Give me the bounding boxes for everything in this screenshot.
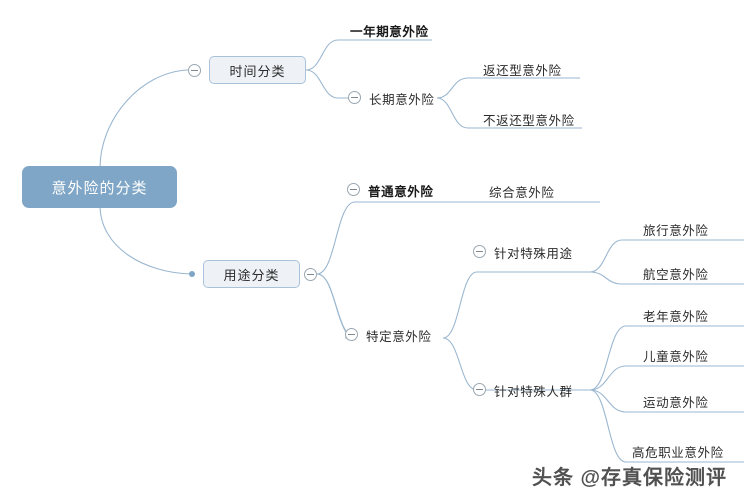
leaf-node-high-risk-job-accident-label: 高危职业意外险 [632,446,724,460]
branch-node-time-classification-label: 时间分类 [229,63,286,79]
leaf-node-aviation-accident[interactable]: 航空意外险 [643,264,709,283]
collapse-toggle-general-accident[interactable] [347,183,360,196]
root-node-label: 意外险的分类 [51,179,148,197]
leaf-node-travel-accident[interactable]: 旅行意外险 [643,220,709,239]
watermark-label: 头条 @存真保险测评 [532,467,728,489]
leaf-node-comprehensive-accident[interactable]: 综合意外险 [489,182,555,201]
leaf-node-one-year-accident[interactable]: 一年期意外险 [350,21,429,40]
leaf-node-refund-type-label: 返还型意外险 [483,64,562,78]
collapse-toggle-long-term[interactable] [348,91,361,104]
node-general-accident[interactable]: 普通意外险 [368,181,434,200]
leaf-node-refund-type[interactable]: 返还型意外险 [483,60,562,79]
branch-node-time-classification[interactable]: 时间分类 [209,56,306,84]
wire-root-to-usage [99,204,193,275]
leaf-node-non-refund-type-label: 不返还型意外险 [483,114,575,128]
leaf-node-aviation-accident-label: 航空意外险 [643,268,709,282]
collapse-toggle-usage-classification[interactable] [304,268,317,281]
leaf-node-children-accident[interactable]: 儿童意外险 [643,346,709,365]
wire-specialgroup-to-children [589,365,744,391]
leaf-node-travel-accident-label: 旅行意外险 [643,224,709,238]
wire-usage-to-general [316,201,600,275]
leaf-node-elderly-accident[interactable]: 老年意外险 [643,306,709,325]
node-special-use-label: 针对特殊用途 [494,247,573,261]
node-specific-accident[interactable]: 特定意外险 [366,326,432,345]
root-node[interactable]: 意外险的分类 [22,166,177,208]
node-special-use[interactable]: 针对特殊用途 [494,243,573,262]
leaf-node-comprehensive-accident-label: 综合意外险 [489,186,555,200]
leaf-node-sports-accident[interactable]: 运动意外险 [643,392,709,411]
branch-node-usage-classification[interactable]: 用途分类 [203,260,300,288]
collapse-toggle-special-group[interactable] [473,383,486,396]
leaf-node-one-year-accident-label: 一年期意外险 [350,25,429,39]
leaf-node-sports-accident-label: 运动意外险 [643,396,709,410]
wire-specific-to-specialuse [442,271,590,339]
node-specific-accident-label: 特定意外险 [366,330,432,344]
connector-dot-usage-classification [189,271,195,277]
collapse-toggle-specific-accident[interactable] [345,328,358,341]
collapse-toggle-time-classification[interactable] [188,64,201,77]
wire-longterm-to-refund [436,77,580,99]
leaf-node-high-risk-job-accident[interactable]: 高危职业意外险 [632,442,724,461]
watermark: 头条 @存真保险测评 [532,461,727,490]
collapse-toggle-special-use[interactable] [473,245,486,258]
node-special-group-label: 针对特殊人群 [494,385,573,399]
leaf-node-elderly-accident-label: 老年意外险 [643,310,709,324]
node-long-term-accident[interactable]: 长期意外险 [369,89,435,108]
wire-time-to-longterm [305,69,348,99]
leaf-node-children-accident-label: 儿童意外险 [643,350,709,364]
wire-time-to-oneyear [305,39,432,71]
node-general-accident-label: 普通意外险 [368,185,434,199]
node-long-term-accident-label: 长期意外险 [369,93,435,107]
leaf-node-non-refund-type[interactable]: 不返还型意外险 [483,110,575,129]
node-special-group[interactable]: 针对特殊人群 [494,381,573,400]
wire-root-to-time [99,69,189,169]
branch-node-usage-classification-label: 用途分类 [223,267,280,283]
